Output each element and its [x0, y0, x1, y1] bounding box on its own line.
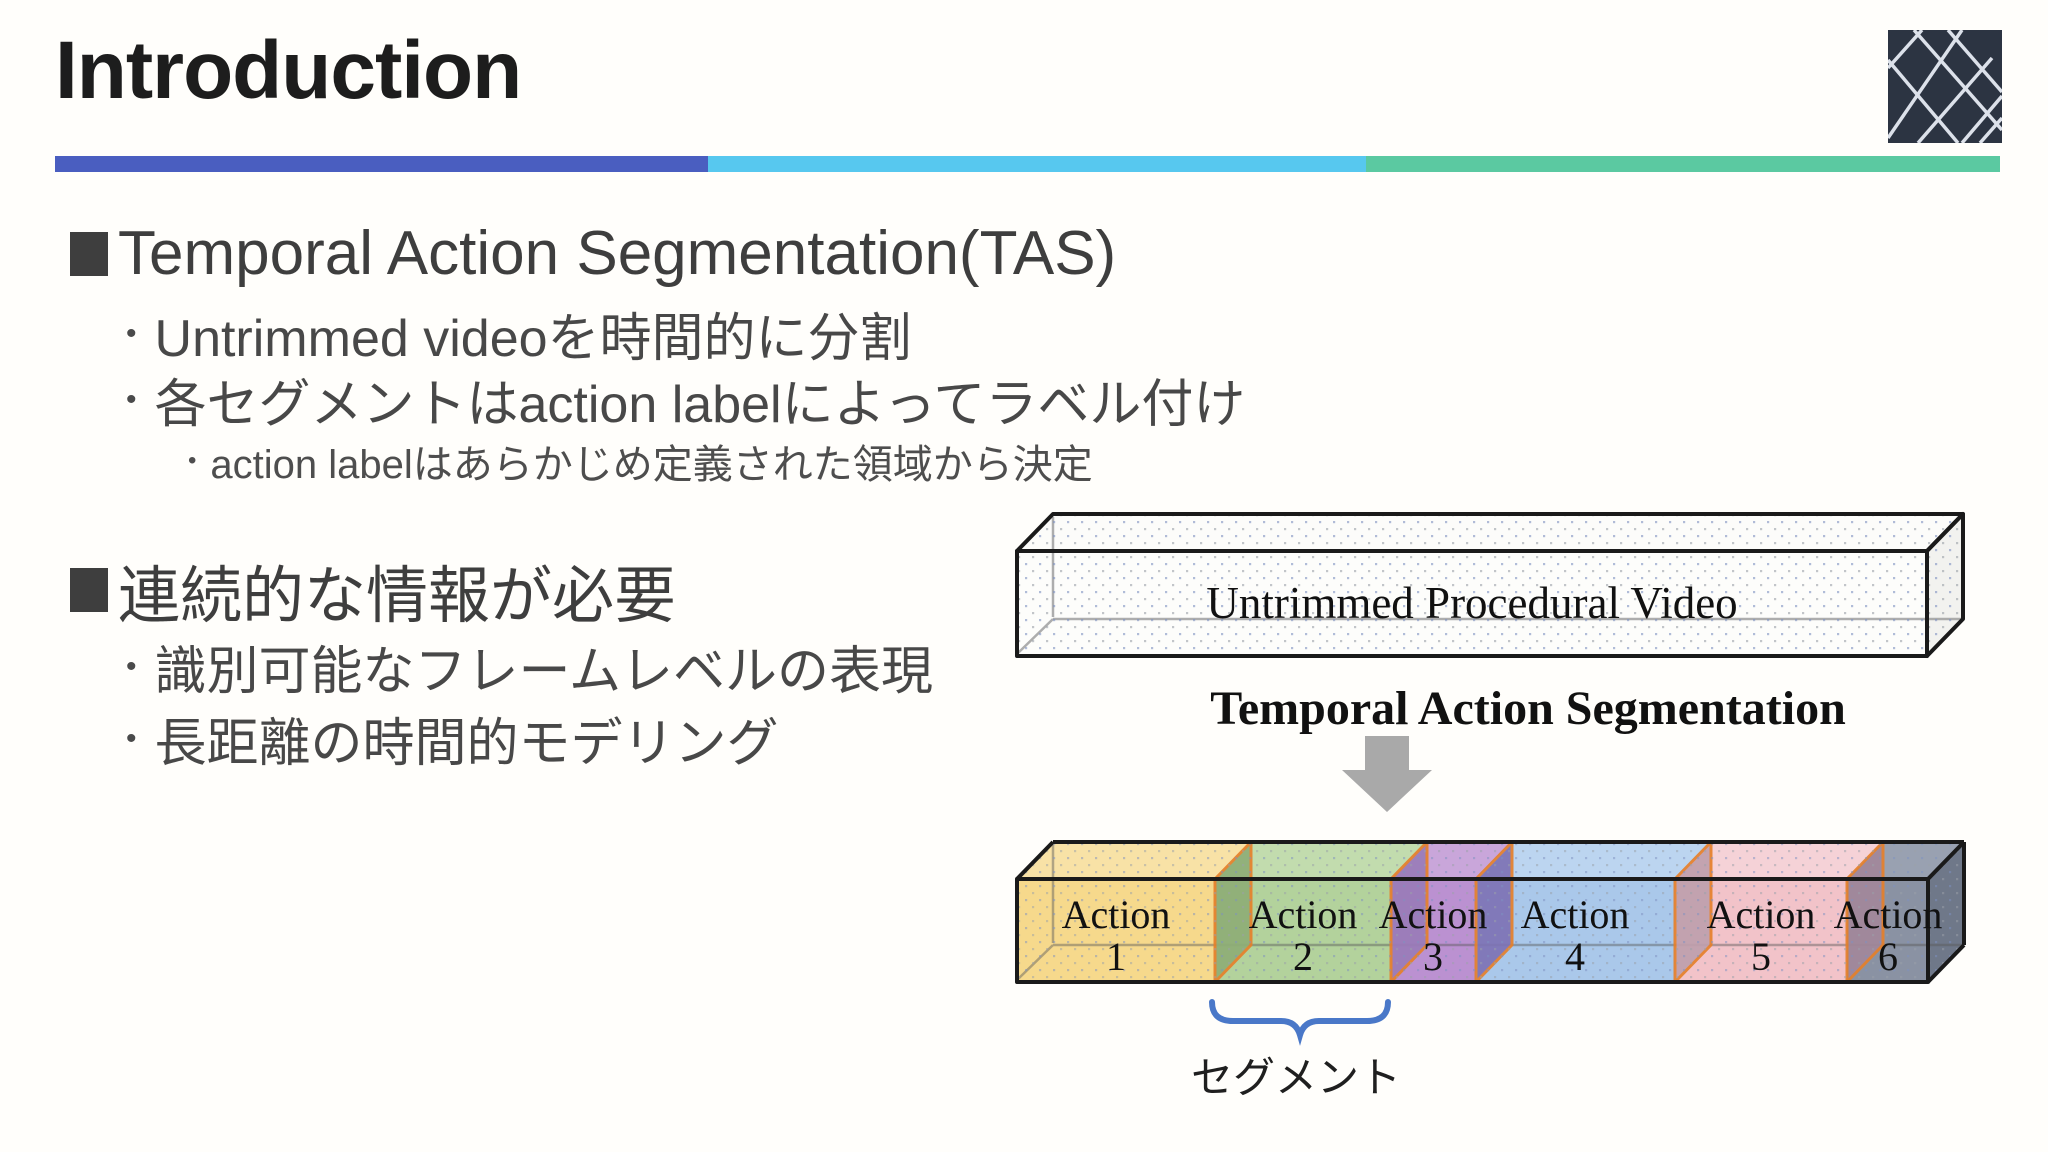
box-outline [1015, 512, 1965, 658]
bullet-item-long-range-label: 長距離の時間的モデリング [154, 715, 779, 773]
dot-bullet-icon: • [126, 316, 137, 350]
bullet-item-frame-level: • 識別可能なフレームレベルの表現 [126, 629, 933, 704]
dot-bullet-icon: • [126, 382, 137, 416]
page-title: Introduction [55, 25, 522, 116]
logo-lattice-lines [1888, 30, 2002, 143]
bullet-item-segment-label: • 各セグメントはaction labelによってラベル付け [126, 362, 1245, 437]
bullet-item-frame-level-label: 識別可能なフレームレベルの表現 [154, 643, 933, 701]
bullet-heading-continuous-info: 連続的な情報が必要 [70, 545, 676, 635]
accent-bar-cyan [708, 156, 1366, 172]
segment-5-label: Action [1707, 892, 1816, 937]
dot-bullet-icon: • [188, 447, 197, 474]
bullet-item-untrimmed-label: Untrimmed videoを時間的に分割 [154, 310, 912, 368]
bullet-item-segment-label-text: 各セグメントはaction labelによってラベル付け [154, 376, 1246, 434]
bullet-item-long-range: • 長距離の時間的モデリング [126, 701, 779, 776]
dot-bullet-icon: • [126, 721, 137, 755]
square-bullet-icon [70, 231, 108, 276]
segment-1-number: 1 [1106, 934, 1126, 979]
segment-2-label: Action [1249, 892, 1358, 937]
segment-6-number: 6 [1878, 934, 1898, 979]
bullet-item-untrimmed: • Untrimmed videoを時間的に分割 [126, 296, 912, 371]
bullet-subitem-action-label: • action labelはあらかじめ定義された領域から決定 [188, 432, 1093, 490]
segment-brace-label: セグメント [1191, 1054, 1401, 1101]
segmented-bar: Action 1 Action 2 Action 3 Action 4 Acti… [1015, 840, 1966, 984]
segment-2-number: 2 [1293, 934, 1313, 979]
lattice-logo [1888, 30, 2002, 143]
segment-4-label: Action [1521, 892, 1630, 937]
segment-3-label: Action [1379, 892, 1488, 937]
accent-bar-blue [55, 156, 708, 172]
accent-bar-green [1366, 156, 2000, 172]
bullet-heading-continuous-info-label: 連続的な情報が必要 [118, 562, 677, 631]
square-bullet-icon [70, 568, 108, 612]
segment-labels: Action 1 Action 2 Action 3 Action 4 Acti… [1062, 892, 1943, 979]
untrimmed-video-box: Untrimmed Procedural Video [1015, 512, 1965, 658]
segment-brace [1209, 999, 1391, 1046]
accent-underline-bar [55, 156, 2000, 172]
bullet-subitem-action-label-text: action labelはあらかじめ定義された領域から決定 [210, 443, 1093, 487]
segment-1-label: Action [1062, 892, 1171, 937]
bar-outline [1015, 840, 1966, 984]
dot-bullet-icon: • [126, 649, 137, 683]
segment-3-number: 3 [1423, 934, 1443, 979]
bullet-heading-tas: Temporal Action Segmentation(TAS) [70, 218, 1116, 289]
down-arrow-icon [1342, 736, 1432, 812]
untrimmed-video-label: Untrimmed Procedural Video [1206, 578, 1737, 628]
segment-6-label: Action [1834, 892, 1943, 937]
segment-5-number: 5 [1751, 934, 1771, 979]
segment-4-number: 4 [1565, 934, 1585, 979]
bullet-heading-tas-label: Temporal Action Segmentation(TAS) [118, 219, 1117, 288]
process-label: Temporal Action Segmentation [1210, 682, 1846, 735]
